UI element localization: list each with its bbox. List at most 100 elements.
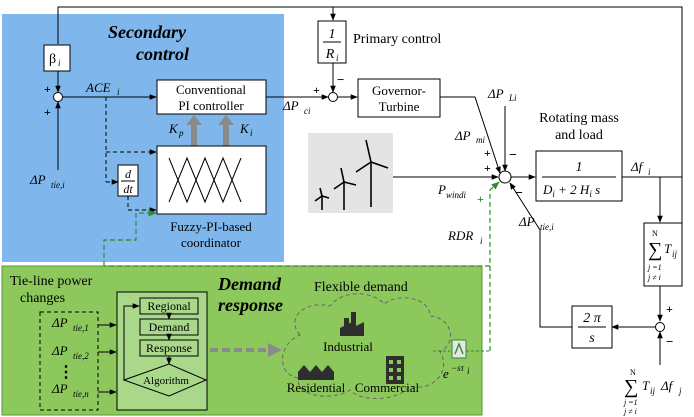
ptie-right-label: ΔP <box>518 214 535 229</box>
rotating-mass-label-1: Rotating mass <box>539 111 619 126</box>
two-pi-num: 2 π <box>583 311 602 326</box>
ptie-right-minus: − <box>515 186 523 201</box>
fuzzy-membership-curves <box>168 156 242 204</box>
governor-turbine-block <box>357 78 441 118</box>
tie-item-n: ΔP <box>51 381 68 396</box>
two-pi-den: s <box>589 331 595 346</box>
bottom-sum-t: T <box>642 378 650 393</box>
derivative-num: d <box>125 167 132 181</box>
fuzzy-block <box>156 145 267 215</box>
commercial-icon <box>386 356 404 384</box>
fuzzy-membership-curves-b <box>168 156 242 204</box>
plant-block <box>535 150 623 202</box>
inverse-r-den: R <box>325 47 335 62</box>
main-sum-junction <box>498 170 512 184</box>
bottom-sum-df: Δf <box>660 378 675 393</box>
kp-sub: p <box>178 128 184 138</box>
beta-subscript: i <box>58 58 61 68</box>
tie-item-1-sub: tie,1 <box>73 323 89 333</box>
derivative-den: dt <box>123 182 133 196</box>
pli-minus: − <box>509 148 517 163</box>
rotating-mass-label-2: and load <box>555 128 603 143</box>
sum-tij-upper: N <box>652 229 658 238</box>
pci-label: ΔP <box>282 98 299 113</box>
gain-arrows <box>186 115 234 146</box>
secondary-title-line1: Secondary <box>108 22 187 42</box>
ptie-right-sub: tie,i <box>540 222 554 232</box>
wind-farm-image <box>308 133 393 213</box>
delay-exp-sub: i <box>467 366 470 376</box>
pli-label: ΔP <box>487 86 504 101</box>
alg-response: Response <box>146 341 192 355</box>
bottom-sum-df-sub: j <box>678 386 682 396</box>
tie-dots: ⋮ <box>58 364 74 381</box>
alg-diamond <box>122 363 208 397</box>
bottom-sum-lower-2: j ≠ i <box>623 407 637 416</box>
alg-demand: Demand <box>149 320 190 334</box>
delta-f-label: Δf <box>630 159 645 174</box>
tie-line-label-1: Tie-line power <box>10 274 93 289</box>
ace-label: ACE <box>85 80 111 95</box>
ace-plus-top: + <box>44 82 51 96</box>
delay-icon <box>451 339 467 359</box>
pmi-sub: mi <box>476 135 485 145</box>
tie-line-dashed-box <box>39 311 99 411</box>
sum-tij-lower-2: j ≠ i <box>647 273 661 282</box>
flexible-demand-cloud <box>282 293 451 400</box>
pli-sub: Li <box>508 93 517 103</box>
inverse-r-den-sub: i <box>336 53 339 63</box>
feedback-wires <box>57 6 683 182</box>
alg-regional: Regional <box>147 299 191 313</box>
tie-item-1: ΔP <box>51 315 68 330</box>
invr-minus: − <box>337 72 344 87</box>
pci-sub: ci <box>304 106 311 116</box>
tie-to-alg-wires <box>98 322 117 395</box>
delay-e: e <box>443 366 449 381</box>
sum-tij-symbol: ∑ <box>648 239 662 261</box>
ki-label: K <box>239 121 250 136</box>
governor-line1: Governor- <box>372 83 426 98</box>
rdr-sub: i <box>480 236 483 246</box>
pmi-label: ΔP <box>454 128 471 143</box>
conventional-pi-line2: PI controller <box>178 98 244 113</box>
governor-line2: Turbine <box>379 99 420 114</box>
tie-item-2-sub: tie,2 <box>73 351 89 361</box>
demand-title-line2: response <box>218 295 283 315</box>
inverse-r-num: 1 <box>329 27 336 42</box>
bottom-sum-t-sub: ij <box>650 386 656 396</box>
bottom-sum-lower-1: j =1 <box>623 398 638 407</box>
plant-den: Dwindii + 2 Hi s <box>542 182 600 199</box>
alg-loop <box>123 303 140 380</box>
flexible-demand-label: Flexible demand <box>314 280 408 295</box>
ace-wires <box>63 94 157 213</box>
kp-label: K <box>168 121 179 136</box>
right-plus: + <box>666 302 673 316</box>
ptie-left-sub: tie,i <box>51 180 65 190</box>
delta-f-sub: i <box>648 167 651 177</box>
plant-num: 1 <box>576 160 583 175</box>
ace-sum-junction <box>53 92 63 102</box>
tie-item-n-sub: tie,n <box>73 389 89 399</box>
sum-tij-t-sub: ij <box>672 249 678 259</box>
grey-dashed-arrow <box>210 343 282 357</box>
sum-tij-block <box>643 222 683 287</box>
primary-sum-junction <box>328 92 338 102</box>
ace-plus-bottom: + <box>44 105 51 119</box>
rdr-label: RDR <box>447 228 473 243</box>
residential-icon <box>298 365 334 380</box>
wire-gov-to-main-sum <box>440 96 501 174</box>
delay-exp: −sτ <box>451 363 465 373</box>
ace-label-sub: i <box>117 87 120 97</box>
sum-tij-t: T <box>664 241 672 256</box>
ki-sub: i <box>250 128 253 138</box>
secondary-title-line2: control <box>136 44 189 64</box>
right-sum-junction <box>655 322 665 332</box>
demand-title-line1: Demand <box>217 274 282 294</box>
fuzzy-label-2: coordinator <box>181 235 242 250</box>
rdr-green-dashed-wires <box>103 181 500 351</box>
sum-tij-lower-1: j =1 <box>647 263 662 272</box>
primary-control-label: Primary control <box>353 32 441 47</box>
pwind-label: P <box>437 182 446 197</box>
